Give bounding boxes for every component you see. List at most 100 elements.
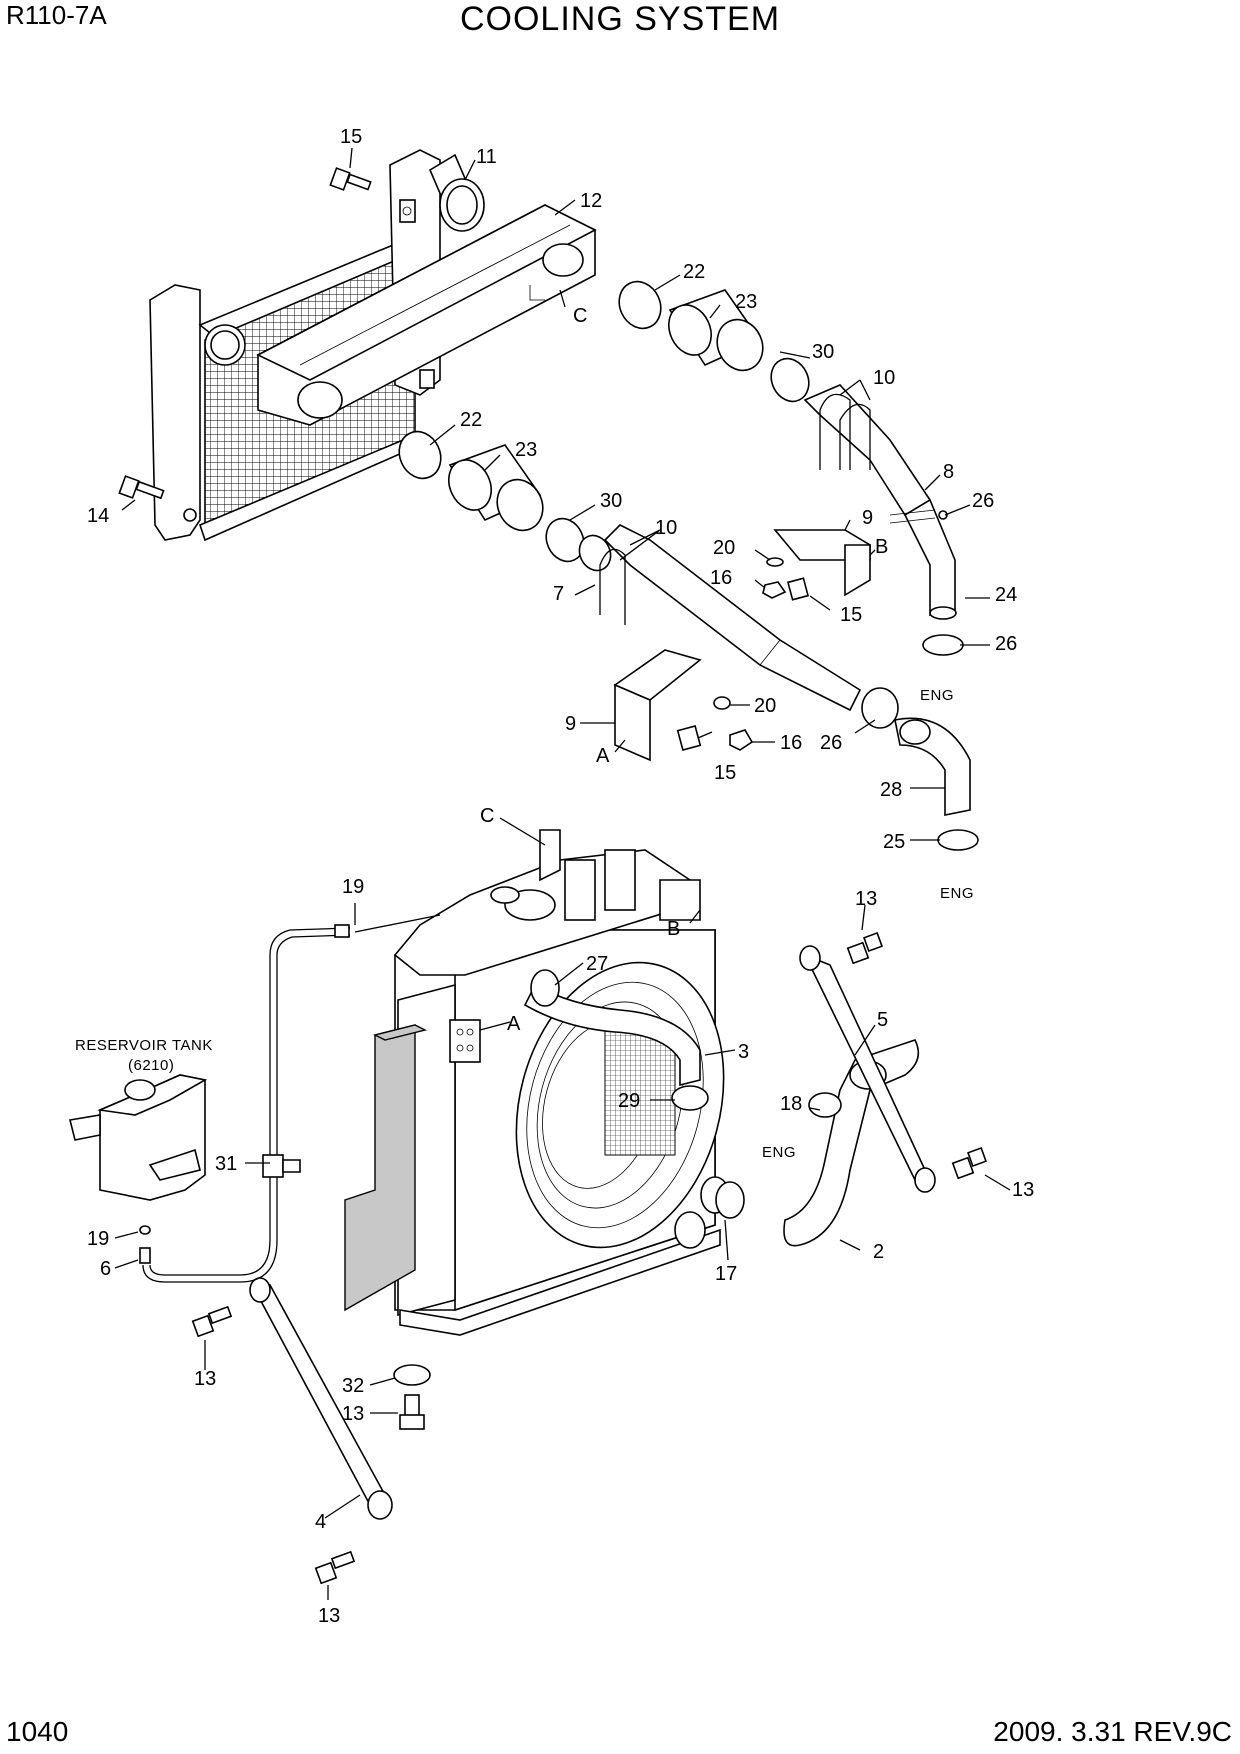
callout-7: 7 (553, 583, 564, 605)
pipe-7 (578, 524, 862, 712)
callout-20-top: 20 (713, 537, 735, 559)
washer-32 (393, 1364, 431, 1386)
callout-3: 3 (738, 1041, 749, 1063)
reservoir-tank (69, 1074, 208, 1264)
pipe-8 (803, 384, 957, 620)
callout-31: 31 (215, 1153, 237, 1175)
eng-label-low: ENG (762, 1144, 796, 1161)
callout-15-top: 15 (340, 126, 362, 148)
bolt-13-left (191, 1305, 233, 1338)
callout-19-top: 19 (342, 876, 364, 898)
callout-B-top: B (875, 536, 888, 558)
clamp-25 (937, 829, 979, 851)
bracket-9-mid (613, 649, 702, 762)
callout-C-low: C (480, 805, 494, 827)
model-code: R110-7A (6, 0, 107, 30)
callout-17: 17 (715, 1263, 737, 1285)
upper-hose-set (618, 280, 810, 403)
callout-13-top: 13 (855, 888, 877, 910)
callout-16-top: 16 (710, 567, 732, 589)
callout-2: 2 (873, 1241, 884, 1263)
callout-20-mid: 20 (754, 695, 776, 717)
bolt-15-top (329, 167, 372, 191)
callout-28: 28 (880, 779, 902, 801)
washer-20-top (766, 557, 784, 567)
bolt-13-top (846, 932, 883, 965)
bracket-9-top (773, 529, 871, 597)
u-bolt-10-top (819, 393, 871, 470)
callout-5: 5 (877, 1009, 888, 1031)
callout-B-low: B (667, 918, 680, 940)
callout-12: 12 (580, 190, 602, 212)
callout-13-bottom: 13 (318, 1605, 340, 1627)
callout-29: 29 (618, 1090, 640, 1112)
callout-9-top: 9 (862, 507, 873, 529)
callout-C-top: C (573, 305, 587, 327)
bolt-13-right (951, 1147, 987, 1180)
callout-6: 6 (100, 1258, 111, 1280)
callout-14: 14 (87, 505, 109, 527)
callout-30-top: 30 (812, 341, 834, 363)
bolt-14 (118, 475, 165, 500)
revision-date: 2009. 3.31 REV.9C (993, 1716, 1232, 1747)
page-title: COOLING SYSTEM (459, 0, 781, 38)
reservoir-tank-label: RESERVOIR TANK (75, 1037, 213, 1054)
mid-hose-set (398, 430, 585, 563)
callout-15-low: 15 (714, 762, 736, 784)
clamp-26-top (922, 634, 964, 656)
washer-20-mid (713, 696, 731, 710)
hose-28 (894, 717, 971, 816)
callout-26-top: 26 (972, 490, 994, 512)
stay-rod-5 (799, 945, 936, 1193)
overflow-tube-6 (142, 914, 441, 1283)
eng-label-mid: ENG (940, 885, 974, 902)
callout-22-top: 22 (683, 261, 705, 283)
callout-16-mid: 16 (780, 732, 802, 754)
page-number: 1040 (6, 1716, 69, 1747)
callout-30-mid: 30 (600, 490, 622, 512)
callout-24: 24 (995, 584, 1017, 606)
leader-lines (114, 147, 1011, 1600)
nut-16-mid (729, 729, 754, 751)
callout-13-left: 13 (194, 1368, 216, 1390)
callout-19-low: 19 (87, 1228, 109, 1250)
bolt-15-mid (786, 577, 810, 601)
callout-10-top: 10 (873, 367, 895, 389)
callout-26-mid: 26 (995, 633, 1017, 655)
callout-27: 27 (586, 953, 608, 975)
callout-4: 4 (315, 1511, 326, 1533)
callout-13-bottom-mid: 13 (342, 1403, 364, 1425)
callout-18: 18 (780, 1093, 802, 1115)
stay-rod-4 (249, 1277, 393, 1520)
callout-22-mid: 22 (460, 409, 482, 431)
tube-clip-31 (262, 1154, 301, 1178)
callout-25: 25 (883, 831, 905, 853)
callout-A-mid: A (596, 745, 610, 767)
callout-26-low: 26 (820, 732, 842, 754)
callout-23-top: 23 (735, 291, 757, 313)
u-bolt-10-mid (599, 548, 626, 625)
callouts: 15 11 12 22 23 C 30 10 22 23 14 30 10 8 … (75, 126, 1034, 1627)
clamp-17 (700, 1176, 745, 1219)
callout-15-mid: 15 (840, 604, 862, 626)
air-guide-duct (344, 1024, 428, 1312)
clamp-29 (671, 1085, 709, 1111)
callout-9-mid: 9 (565, 713, 576, 735)
bolt-15-low (676, 725, 702, 751)
clamp-18 (808, 1092, 842, 1118)
callout-8: 8 (943, 461, 954, 483)
callout-A-low: A (507, 1013, 521, 1035)
reservoir-tank-code: (6210) (128, 1057, 174, 1074)
nut-16-top (762, 581, 787, 599)
shroud-beam (256, 204, 597, 426)
callout-13-right: 13 (1012, 1179, 1034, 1201)
callout-23-mid: 23 (515, 439, 537, 461)
clamp-26-low (861, 687, 899, 729)
callout-11: 11 (476, 146, 497, 168)
callout-32: 32 (342, 1375, 364, 1397)
callout-10-mid: 10 (655, 517, 677, 539)
bolt-13-bottom (314, 1550, 356, 1585)
bolt-13-bottom-mid (399, 1394, 425, 1430)
eng-label-top: ENG (920, 687, 954, 704)
